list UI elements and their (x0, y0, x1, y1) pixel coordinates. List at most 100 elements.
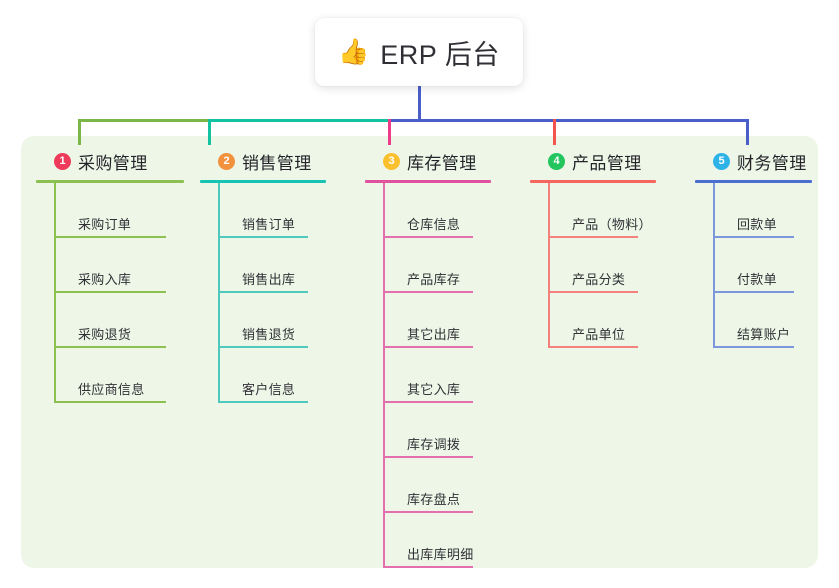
trunk-segment-green (78, 119, 208, 122)
leaf-label: 产品单位 (572, 327, 626, 342)
branch-badge-5: 5 (713, 152, 730, 170)
branch-column-3: 3 库存管理仓库信息产品库存其它出库其它入库库存调拨库存盘点出库库明细 (365, 147, 491, 568)
leaf-label: 回款单 (737, 217, 777, 232)
branch-header-4[interactable]: 4 产品管理 (530, 147, 656, 175)
root-stem-connector (418, 86, 421, 122)
leaf-underline (385, 401, 473, 403)
leaf-label: 出库库明细 (407, 547, 474, 562)
leaf-label: 销售退货 (242, 327, 296, 342)
leaf-label: 采购退货 (78, 327, 132, 342)
leaf-label: 库存调拨 (407, 437, 461, 452)
leaf-node[interactable]: 销售出库 (220, 238, 326, 293)
leaf-underline (385, 456, 473, 458)
leaf-underline (385, 291, 473, 293)
branch-header-1[interactable]: 1 采购管理 (36, 147, 184, 175)
leaf-underline (550, 346, 638, 348)
leaf-underline (715, 346, 794, 348)
leaf-node[interactable]: 销售退货 (220, 293, 326, 348)
branch-title-1: 采购管理 (78, 153, 148, 173)
branch-column-1: 1 采购管理采购订单采购入库采购退货供应商信息 (36, 147, 184, 403)
drop-connector-3 (388, 119, 391, 145)
leaf-node[interactable]: 产品单位 (550, 293, 656, 348)
branch-header-5[interactable]: 5 财务管理 (695, 147, 812, 175)
drop-connector-1 (78, 119, 81, 145)
branch-column-4: 4 产品管理产品（物料） 产品分类产品单位 (530, 147, 656, 348)
leaf-underline (550, 236, 638, 238)
branch-badge-4: 4 (548, 152, 565, 170)
leaf-label: 付款单 (737, 272, 777, 287)
branch-title-3: 库存管理 (407, 153, 477, 173)
trunk-segment-teal (208, 119, 388, 122)
leaf-underline (56, 236, 166, 238)
root-title: ERP 后台 (380, 39, 500, 70)
branch-header-2[interactable]: 2 销售管理 (200, 147, 326, 175)
leaf-underline (56, 401, 166, 403)
trunk-segment-indigo (388, 119, 749, 122)
branch-badge-3: 3 (383, 152, 400, 170)
branch-title-4: 产品管理 (572, 153, 642, 173)
branch-title-5: 财务管理 (737, 153, 807, 173)
branch-items-2: 销售订单销售出库销售退货客户信息 (218, 183, 326, 403)
root-node[interactable]: 👍 ERP 后台 (315, 18, 523, 86)
branch-title-2: 销售管理 (242, 153, 312, 173)
leaf-node[interactable]: 采购订单 (56, 183, 184, 238)
leaf-label: 结算账户 (737, 327, 791, 342)
branch-underline-3 (365, 180, 491, 183)
leaf-underline (385, 511, 473, 513)
branch-underline-1 (36, 180, 184, 183)
leaf-underline (715, 236, 794, 238)
leaf-underline (385, 346, 473, 348)
branch-items-1: 采购订单采购入库采购退货供应商信息 (54, 183, 184, 403)
leaf-label: 销售订单 (242, 217, 296, 232)
leaf-node[interactable]: 产品（物料） (550, 183, 656, 238)
leaf-node[interactable]: 供应商信息 (56, 348, 184, 403)
leaf-node[interactable]: 结算账户 (715, 293, 812, 348)
leaf-underline (220, 346, 308, 348)
branch-items-4: 产品（物料） 产品分类产品单位 (548, 183, 656, 348)
leaf-node[interactable]: 销售订单 (220, 183, 326, 238)
leaf-label: 销售出库 (242, 272, 296, 287)
drop-connector-4 (553, 119, 556, 145)
leaf-node[interactable]: 产品分类 (550, 238, 656, 293)
leaf-underline (385, 236, 473, 238)
leaf-node[interactable]: 出库库明细 (385, 513, 491, 568)
branch-items-3: 仓库信息产品库存其它出库其它入库库存调拨库存盘点出库库明细 (383, 183, 491, 568)
leaf-underline (715, 291, 794, 293)
leaf-label: 库存盘点 (407, 492, 461, 507)
leaf-node[interactable]: 其它入库 (385, 348, 491, 403)
leaf-underline (220, 236, 308, 238)
branch-column-2: 2 销售管理销售订单销售出库销售退货客户信息 (200, 147, 326, 403)
branch-column-5: 5 财务管理回款单付款单结算账户 (695, 147, 812, 348)
leaf-label: 其它入库 (407, 382, 461, 397)
leaf-underline (56, 291, 166, 293)
leaf-node[interactable]: 仓库信息 (385, 183, 491, 238)
thumbs-up-icon: 👍 (338, 37, 370, 66)
leaf-node[interactable]: 采购入库 (56, 238, 184, 293)
leaf-label: 产品库存 (407, 272, 461, 287)
leaf-node[interactable]: 客户信息 (220, 348, 326, 403)
branch-header-3[interactable]: 3 库存管理 (365, 147, 491, 175)
leaf-node[interactable]: 付款单 (715, 238, 812, 293)
leaf-node[interactable]: 库存调拨 (385, 403, 491, 458)
leaf-underline (220, 291, 308, 293)
leaf-node[interactable]: 库存盘点 (385, 458, 491, 513)
leaf-label: 采购订单 (78, 217, 132, 232)
branch-underline-4 (530, 180, 656, 183)
leaf-label: 产品（物料） (572, 217, 652, 232)
leaf-node[interactable]: 回款单 (715, 183, 812, 238)
branch-badge-2: 2 (218, 152, 235, 170)
leaf-underline (550, 291, 638, 293)
leaf-underline (220, 401, 308, 403)
leaf-node[interactable]: 其它出库 (385, 293, 491, 348)
branch-items-5: 回款单付款单结算账户 (713, 183, 812, 348)
leaf-label: 产品分类 (572, 272, 626, 287)
drop-connector-5 (746, 119, 749, 145)
branch-badge-1: 1 (54, 152, 71, 170)
leaf-node[interactable]: 产品库存 (385, 238, 491, 293)
leaf-label: 采购入库 (78, 272, 132, 287)
diagram-panel (21, 136, 818, 568)
leaf-node[interactable]: 采购退货 (56, 293, 184, 348)
drop-connector-2 (208, 119, 211, 145)
branch-underline-2 (200, 180, 326, 183)
